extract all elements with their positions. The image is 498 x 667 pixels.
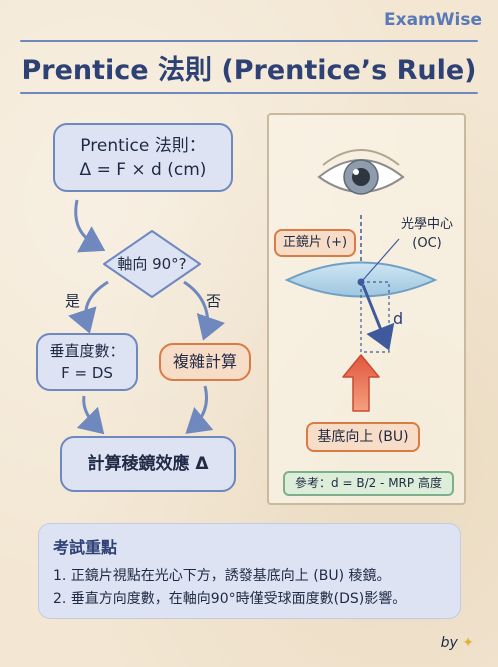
base-up-arrow (342, 354, 380, 412)
decision-diamond: 軸向 90°? (100, 228, 204, 300)
key-points-box: 考試重點 1. 正鏡片視點在光心下方，誘發基底向上 (BU) 稜鏡。 2. 垂直… (38, 523, 461, 619)
no-label: 否 (206, 292, 222, 310)
decision-label: 軸向 90°? (117, 255, 187, 273)
key-point-1: 1. 正鏡片視點在光心下方，誘發基底向上 (BU) 稜鏡。 (53, 568, 391, 584)
arrow-yes-to-result (76, 395, 105, 435)
reference-note: 參考：d = B/2 - MRP 高度 (283, 471, 454, 496)
arrow-formula-to-decision (74, 199, 106, 253)
title-rule-top (20, 40, 478, 42)
flowchart: Prentice 法則： Δ = F × d (cm) 軸向 90°? 是 否 … (22, 110, 252, 510)
sparkle-icon: ✦ (462, 635, 474, 651)
footer-by-text: by (440, 635, 458, 651)
illustration-panel: 正鏡片 (+) 光學中心 (OC) d 基底向上 (BU) 參考：d = B/2… (267, 113, 466, 505)
arrow-decision-to-no (183, 280, 226, 341)
key-points-heading: 考試重點 (53, 538, 118, 557)
diamond-shape (103, 230, 201, 298)
key-point-2: 2. 垂直方向度數，在軸向90°時僅受球面度數(DS)影響。 (53, 591, 407, 607)
oc-leader (362, 238, 400, 281)
formula-equation: Δ = F × d (cm) (79, 160, 207, 180)
formula-box: Prentice 法則： Δ = F × d (cm) (53, 123, 233, 192)
base-up-label: 基底向上 (BU) (306, 422, 420, 452)
vertical-power-title: 垂直度數： (49, 342, 125, 360)
oc-label-line2: (OC) (412, 236, 442, 251)
eye-icon (317, 149, 405, 195)
formula-title: Prentice 法則： (80, 136, 206, 156)
optical-center-label: 光學中心 (OC) (389, 215, 465, 253)
lens-label: 正鏡片 (+) (274, 229, 356, 257)
decentration-arrow (361, 284, 395, 351)
title-rule-bottom (20, 92, 478, 94)
arrow-no-to-result (185, 385, 214, 434)
oc-label-line1: 光學中心 (400, 217, 453, 232)
complex-calc-box: 複雜計算 (159, 343, 251, 381)
vertical-power-equation: F = DS (61, 364, 113, 382)
footer-by: by ✦ (441, 635, 474, 651)
vertical-power-box: 垂直度數： F = DS (36, 333, 138, 391)
decentration-box (360, 281, 390, 353)
lens-illustration (284, 149, 438, 412)
arrow-decision-to-yes (68, 280, 109, 334)
yes-label: 是 (65, 292, 81, 310)
brand-logo: ExamWise (384, 10, 482, 30)
page-title: Prentice 法則 (Prentice’s Rule) (21, 55, 477, 86)
result-box: 計算稜鏡效應 Δ (60, 436, 236, 492)
decentration-label: d (393, 309, 404, 328)
flowchart-arrows (68, 199, 226, 435)
